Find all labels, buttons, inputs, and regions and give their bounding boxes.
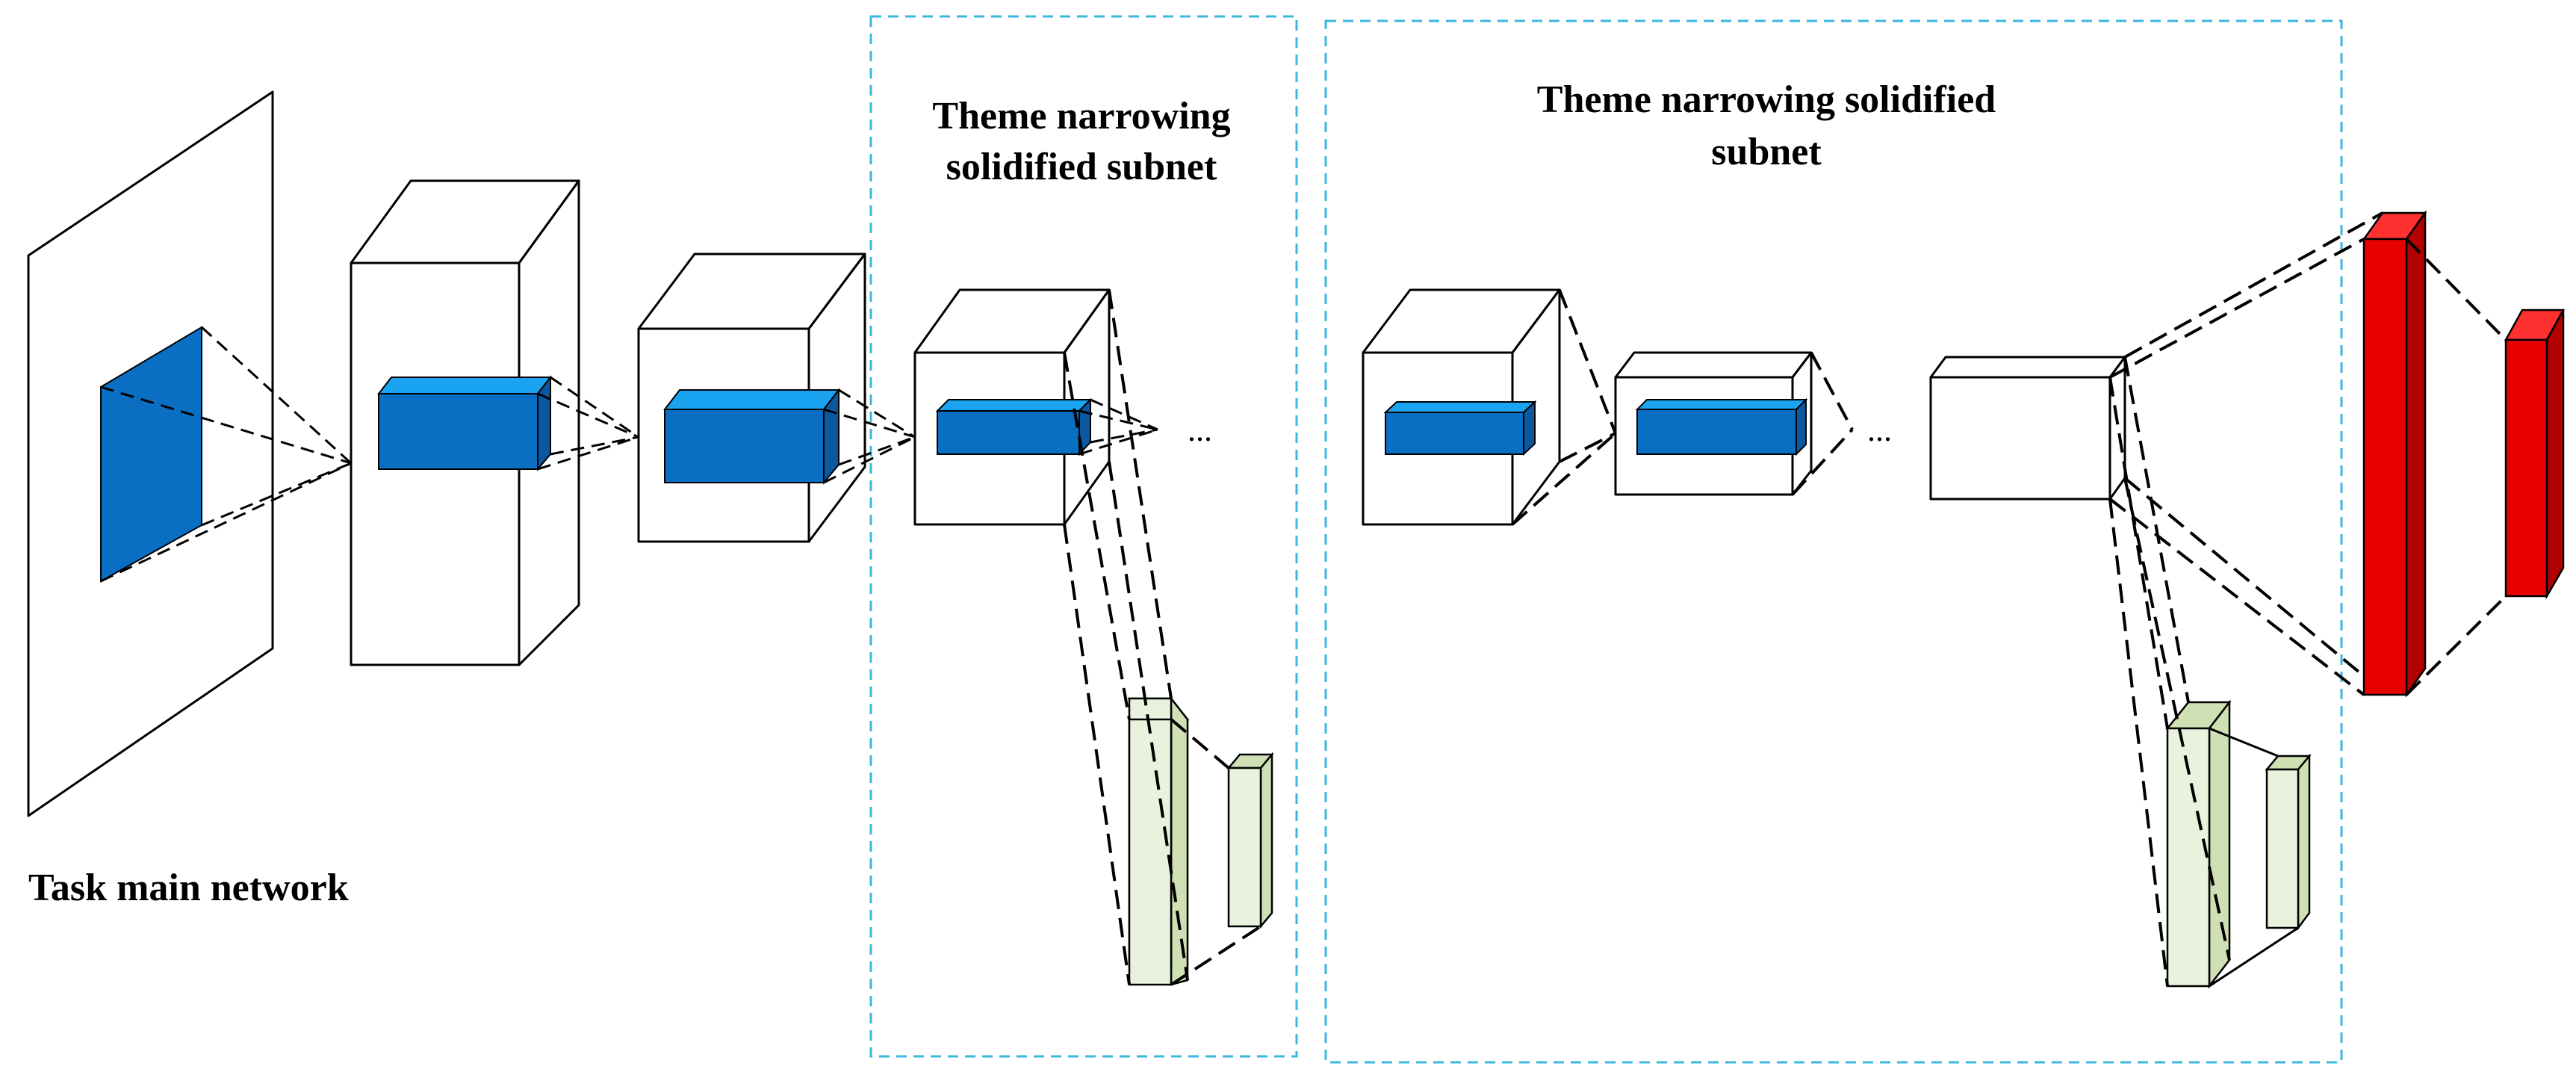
conv-block-3 [913, 288, 1111, 526]
subnet-region-1 [869, 15, 1298, 1058]
label-subnet-1-line1: Theme narrowing [932, 95, 1230, 137]
subnet-2-block-3 [1929, 356, 2126, 501]
subnet-2-green-layer-a [2165, 699, 2232, 989]
subnet-1-green-layer-b [1226, 752, 1274, 929]
label-subnet-2-line1: Theme narrowing solidified [1537, 78, 1996, 121]
conv-block-3-kernel [935, 397, 1093, 456]
conv-block-1-kernel [376, 375, 553, 471]
ellipsis-subnet-2: ... [1867, 412, 1892, 448]
conv-block-2-kernel [662, 388, 841, 485]
subnet-1-green-layer-a [1127, 696, 1190, 986]
conv-block-1 [350, 179, 580, 666]
label-subnet-2-line2: subnet [1711, 131, 1822, 173]
subnet-2-block-1-kernel [1383, 400, 1537, 456]
subnet-region-2 [1324, 19, 2343, 1064]
subnet-2-block-1 [1362, 288, 1561, 526]
label-subnet-1-line2: solidified subnet [946, 146, 1217, 188]
projection-lines [100, 211, 2507, 988]
output-layer-small [2504, 309, 2566, 600]
conv-block-2 [637, 253, 866, 543]
input-image-plane [27, 90, 274, 817]
ellipsis-subnet-1: ... [1188, 412, 1212, 448]
output-layer-large [2362, 210, 2427, 698]
input-receptive-patch [100, 326, 202, 583]
subnet-2-green-layer-b [2265, 753, 2312, 931]
subnet-2-block-2-kernel [1635, 397, 1808, 456]
subnet-2-block-2 [1614, 351, 1813, 496]
label-task-main-network: Task main network [28, 867, 349, 909]
